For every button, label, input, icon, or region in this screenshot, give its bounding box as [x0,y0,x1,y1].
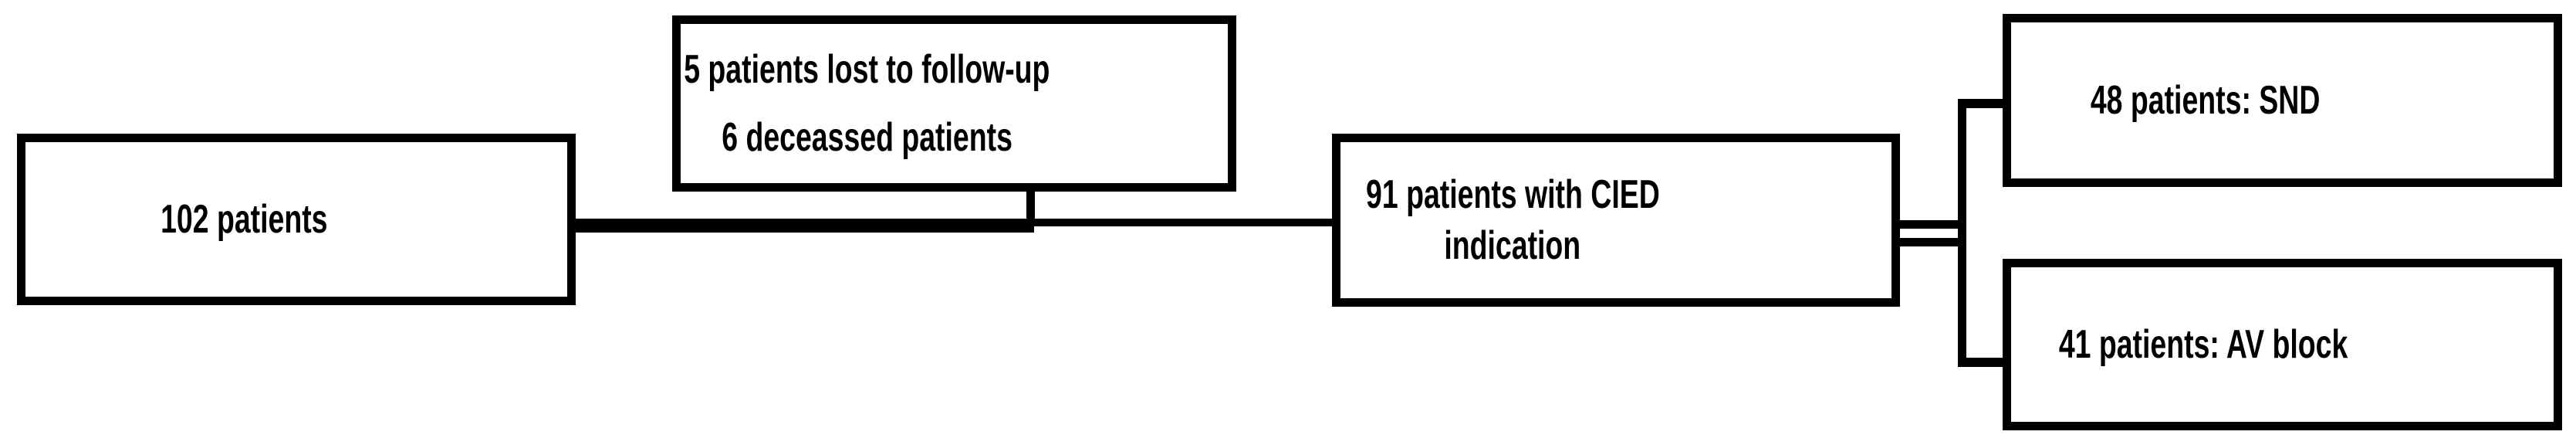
label-line: 41 patients: AV block [2059,322,2348,367]
flow-node-attrition-label: 5 patients lost to follow-up 6 deceassed… [593,24,1141,183]
connector-double-line-upper [1897,220,1966,229]
connector-to-snd [1958,99,2006,108]
flow-node-cohort: 102 patients [17,134,576,305]
label-line: indication [1444,223,1581,268]
flow-node-attrition: 5 patients lost to follow-up 6 deceassed… [672,15,1236,192]
connector-attrition-stub [1026,188,1035,222]
flow-node-snd: 48 patients: SND [2003,14,2562,187]
label-line: 48 patients: SND [2090,78,2321,123]
connector-trunk-thin [1029,219,1335,226]
label-line: 6 deceassed patients [722,115,1012,160]
connector-double-line-lower [1897,238,1966,246]
label-line: 91 patients with CIED [1365,172,1660,217]
label-line: 102 patients [160,197,328,242]
flow-node-cied-indication-label: 91 patients with CIED indication [1237,142,1788,298]
flow-node-snd-label: 48 patients: SND [1934,22,2476,178]
connector-to-av-block [1958,358,2006,367]
connector-branch-vertical [1958,99,1966,367]
flow-node-av-block-label: 41 patients: AV block [1932,267,2475,422]
flow-node-cied-indication: 91 patients with CIED indication [1332,134,1900,307]
label-line: 5 patients lost to follow-up [684,47,1050,92]
connector-cohort-trunk-thick [571,219,1034,233]
flow-node-cohort-label: 102 patients [0,142,515,297]
flow-node-av-block: 41 patients: AV block [2003,259,2562,430]
